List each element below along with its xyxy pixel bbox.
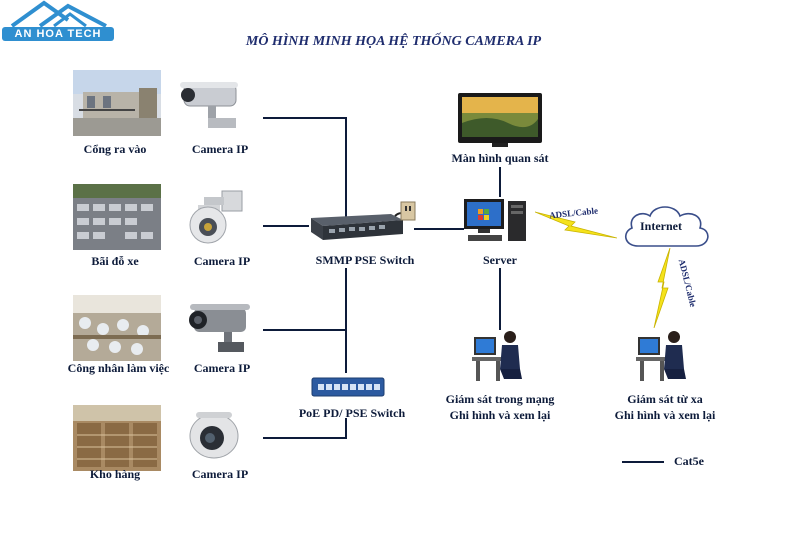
server-computer-icon: [464, 199, 526, 241]
bullet-camera-icon: [180, 82, 238, 128]
smmp-switch-label: SMMP PSE Switch: [315, 253, 415, 267]
dome-ptz-camera-icon: [189, 190, 243, 244]
line-vertical-mid: [345, 268, 347, 373]
logo-roof-icon: [10, 0, 107, 28]
line-switch-server: [414, 228, 464, 230]
local-monitor-line1: Giám sát trong mạng: [445, 392, 555, 406]
network-switch-icon: [311, 201, 416, 240]
legend-line: [622, 461, 664, 463]
location-label-parking: Bãi đỗ xe: [91, 254, 139, 268]
photo-warehouse: [73, 405, 161, 471]
line-cam3: [263, 329, 346, 331]
camera-label-4: Camera IP: [191, 467, 249, 481]
server-label: Server: [483, 253, 517, 267]
photo-parking: [73, 184, 161, 250]
camera-label-3: Camera IP: [193, 361, 251, 375]
tv-monitor-icon: [458, 93, 542, 147]
remote-monitor-line2: Ghi hình và xem lại: [614, 408, 716, 422]
logo-text: AN HOA TECH: [2, 27, 114, 41]
legend: Cat5e: [620, 454, 730, 470]
location-label-workers: Công nhân làm việc: [67, 361, 170, 375]
remote-operator-icon: [636, 331, 686, 381]
line-server-monitor: [499, 167, 501, 197]
poe-switch-label: PoE PD/ PSE Switch: [298, 406, 406, 420]
location-label-warehouse: Kho hàng: [89, 467, 141, 481]
lightning-horizontal-icon: [535, 211, 617, 239]
poe-switch-icon: [311, 377, 385, 397]
photo-gate: [73, 70, 161, 136]
logo: AN HOA TECH: [0, 0, 118, 44]
photo-workers: [73, 295, 161, 361]
remote-monitor-line1: Giám sát từ xa: [627, 392, 703, 406]
internet-label: Internet: [640, 219, 682, 233]
local-monitor-line2: Ghi hình và xem lại: [449, 408, 551, 422]
diagram-title: MÔ HÌNH MINH HỌA HỆ THỐNG CAMERA IP: [245, 34, 542, 49]
local-operator-icon: [472, 331, 522, 381]
line-cam4: [263, 437, 346, 439]
infrared-camera-icon: [189, 304, 250, 352]
line-server-local: [499, 268, 501, 330]
lightning-vertical-icon: [653, 248, 671, 328]
camera-label-2: Camera IP: [193, 254, 251, 268]
adsl-label-2: ADSL/Cable: [676, 258, 699, 308]
camera-label-1: Camera IP: [191, 142, 249, 156]
location-label-gate: Cổng ra vào: [83, 142, 147, 156]
internet-cloud-icon: [625, 206, 709, 247]
line-vertical-bottom: [345, 418, 347, 439]
dome-camera-icon: [189, 412, 239, 459]
line-cam2: [263, 225, 309, 227]
monitor-label: Màn hình quan sát: [451, 151, 549, 165]
line-cam1: [263, 117, 346, 119]
line-vertical-top: [345, 117, 347, 220]
legend-cat5e-label: Cat5e: [674, 454, 704, 468]
